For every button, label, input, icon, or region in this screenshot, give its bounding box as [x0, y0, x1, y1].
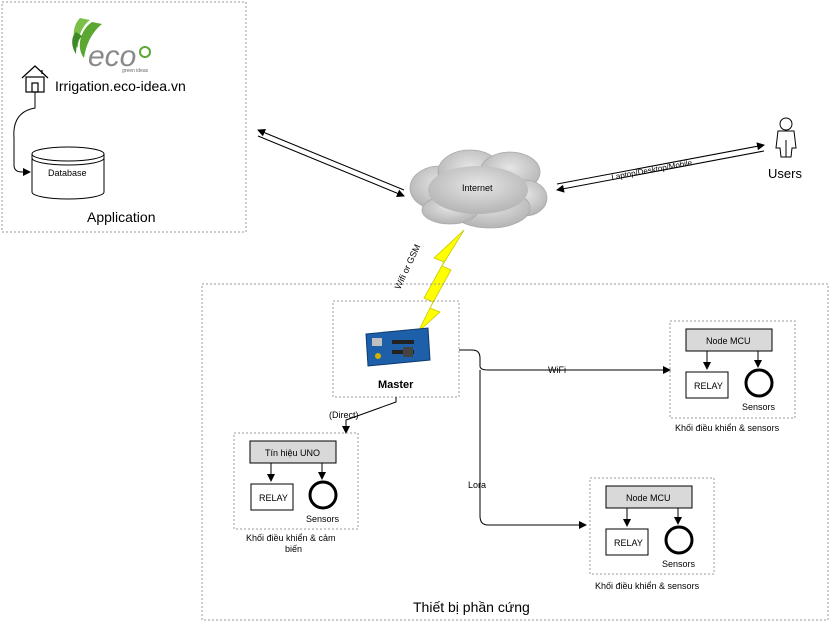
hardware-group	[201, 283, 829, 621]
application-group	[1, 1, 247, 233]
lora-node-controller-label: Node MCU	[626, 493, 671, 503]
uno-block: Tín hiệu UNO RELAY Sensors Khối điều khi…	[233, 432, 359, 554]
lightning-bolt-icon	[417, 229, 465, 333]
users-title: Users	[768, 166, 802, 181]
eco-logo: eco green ideas	[72, 18, 151, 74]
lora-node-caption: Khối điều khiển & sensors	[595, 581, 700, 591]
lora-link-label: Lora	[468, 480, 486, 490]
user-icon	[775, 117, 797, 158]
wifi-link	[459, 349, 671, 374]
uno-controller-label: Tín hiệu UNO	[265, 448, 320, 458]
internet-label: Internet	[462, 183, 493, 193]
lora-node-block: Node MCU RELAY Sensors Khối điều khiển &…	[589, 477, 715, 591]
database-icon	[31, 146, 105, 200]
wifi-node-relay-label: RELAY	[694, 381, 723, 391]
lora-node-controller	[605, 485, 693, 509]
wifi-node-controller	[685, 328, 773, 352]
wifi-node-caption: Khối điều khiển & sensors	[675, 423, 780, 433]
logo-brand: eco	[88, 40, 136, 73]
uno-sensors-label: Sensors	[306, 514, 340, 524]
uno-caption-line1: Khối điều khiển & cảm	[246, 533, 336, 543]
logo-leaf-icon	[139, 46, 151, 58]
application-title: Application	[87, 209, 156, 225]
internet-cloud-icon	[409, 149, 548, 229]
users-internet-link	[556, 142, 765, 193]
wifi-node-sensors-label: Sensors	[742, 402, 776, 412]
house-database-connector	[13, 92, 36, 176]
wifi-node-relay	[685, 371, 729, 399]
wifi-node-sensor-icon	[744, 368, 774, 398]
uno-controller	[249, 440, 337, 464]
wifi-node-controller-label: Node MCU	[706, 336, 751, 346]
logo-tagline: green ideas	[122, 68, 149, 74]
users-link-label: Laptop/Desktop/Mobile	[611, 158, 694, 182]
uno-relay	[250, 483, 294, 511]
lora-node-sensor-icon	[664, 525, 694, 555]
wifi-link-label: WiFi	[548, 365, 566, 375]
lora-node-sensors-label: Sensors	[662, 559, 696, 569]
direct-link	[342, 397, 397, 434]
master-label: Master	[378, 379, 414, 391]
lora-node-relay	[605, 528, 649, 556]
application-site: Irrigation.eco-idea.vn	[55, 78, 186, 94]
lora-node-relay-label: RELAY	[614, 538, 643, 548]
board-icon	[365, 327, 431, 367]
house-icon	[21, 65, 49, 93]
database-label: Database	[48, 168, 87, 178]
uno-caption-line2: biến	[285, 544, 302, 554]
lora-link	[479, 370, 587, 529]
uno-relay-label: RELAY	[259, 493, 288, 503]
hardware-title: Thiết bị phần cứng	[413, 599, 530, 615]
uno-sensor-icon	[308, 480, 338, 510]
application-internet-link	[257, 128, 405, 198]
direct-link-label: (Direct)	[329, 410, 359, 420]
wifi-node-block: Node MCU RELAY Sensors Khối điều khiển &…	[669, 320, 796, 433]
